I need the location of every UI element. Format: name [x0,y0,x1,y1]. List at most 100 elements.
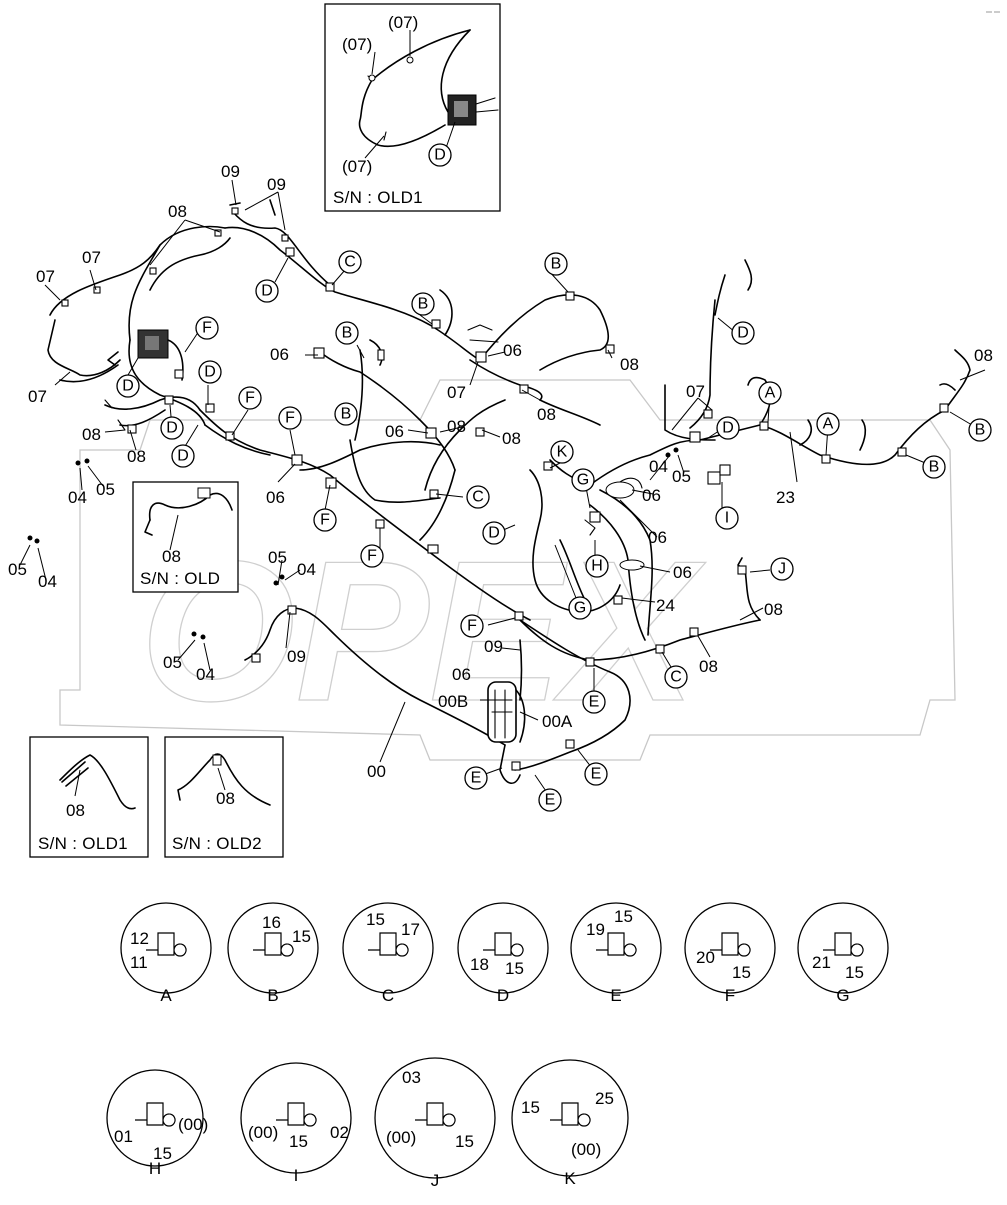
callout-b [922,455,946,479]
detail-part-label: 01 [114,1127,133,1146]
callout-letter: B [341,406,352,423]
inset-frame [164,736,284,858]
callout-letter: F [245,390,255,407]
detail-letter: B [267,986,278,1005]
detail-part-label: 15 [153,1144,172,1163]
detail-circle [106,1069,204,1167]
callout-letter: F [320,512,330,529]
detail-part-label: 15 [455,1132,474,1151]
callout-letter: D [261,283,273,300]
detail-letter: G [836,986,849,1005]
callout-g [571,468,595,492]
detail-part-label: 11 [130,953,148,972]
label-07: 07 [686,382,705,401]
callout-e [464,766,488,790]
callout-d [716,416,740,440]
bracket-sketch [253,932,294,957]
callout-c [466,485,490,509]
callout-f [313,508,337,532]
label-08: 08 [168,202,187,221]
callout-b [544,252,568,276]
bracket-sketch [135,1102,176,1127]
callout-letter: E [545,792,556,809]
detail-circle [342,902,434,994]
callout-j [770,557,794,581]
detail-letter: F [725,986,735,1005]
detail-part-label: 15 [366,910,385,929]
detail-letter: D [497,986,509,1005]
callout-letter: D [434,147,446,164]
sn-label: S/N : OLD2 [172,834,262,853]
label-04: 04 [196,665,215,684]
detail-part-label: (00) [248,1123,278,1142]
detail-part-label: 03 [402,1068,421,1087]
detail-f: 20 15F [684,902,776,1005]
detail-letter: H [149,1159,161,1178]
detail-part-label: 02 [330,1123,349,1142]
label-05: 05 [96,480,115,499]
label-07: 07 [447,383,466,402]
callout-e [538,788,562,812]
label-08: 08 [162,547,181,566]
label-05: 05 [672,467,691,486]
callout-d [198,360,222,384]
callout-letter: B [551,256,562,273]
detail-b: 16 15B [227,902,319,1005]
callout-letter: A [765,385,776,402]
detail-circle [457,902,549,994]
label-08: 08 [447,417,466,436]
callout-letter: F [285,410,295,427]
label-09: 09 [267,175,286,194]
label-06: 06 [642,486,661,505]
detail-part-label: (00) [178,1115,208,1134]
sn-label: S/N : OLD1 [38,834,128,853]
label-04: 04 [649,457,668,476]
callout-e [584,762,608,786]
label-06: 06 [452,665,471,684]
callout-letter: E [471,770,482,787]
detail-part-label: 25 [595,1089,614,1108]
label-00b: 00B [438,692,468,711]
callout-d [116,374,140,398]
label-08: 08 [66,801,85,820]
detail-letter: J [431,1171,440,1190]
callout-letter: C [670,669,682,686]
detail-letter: E [610,986,621,1005]
bracket-sketch [550,1102,591,1127]
label-08: 08 [620,355,639,374]
callout-letter: C [344,254,356,271]
callout-letter: D [204,364,216,381]
label-04: 04 [68,488,87,507]
label-05: 05 [268,548,287,567]
callout-letter: B [418,296,429,313]
callout-d [255,279,279,303]
callout-h [585,554,609,578]
detail-part-label: 15 [614,907,633,926]
label-08: 08 [537,405,556,424]
main-harness: 09 09 08 07 07 07 08 08 06 06 06 08 08 0… [8,162,993,812]
callout-d [160,416,184,440]
callout-letter: D [177,448,189,465]
callout-letter: D [166,420,178,437]
detail-circle [240,1062,352,1174]
detail-part-label: 15 [732,963,751,982]
callout-letter: C [472,489,484,506]
label-06: 06 [503,341,522,360]
detail-part-label: 15 [292,927,311,946]
detail-circle [227,902,319,994]
callout-letter: D [122,378,134,395]
detail-part-label: 15 [845,963,864,982]
detail-part-label: 20 [696,948,715,967]
detail-part-label: 16 [262,913,281,932]
sn-label: S/N : OLD1 [333,188,423,207]
callout-i [715,506,739,530]
label-08: 08 [699,657,718,676]
detail-j: 03(00)15J [374,1057,496,1190]
label-06: 06 [266,488,285,507]
label-06: 06 [673,563,692,582]
detail-circle [570,902,662,994]
callout-c [664,665,688,689]
